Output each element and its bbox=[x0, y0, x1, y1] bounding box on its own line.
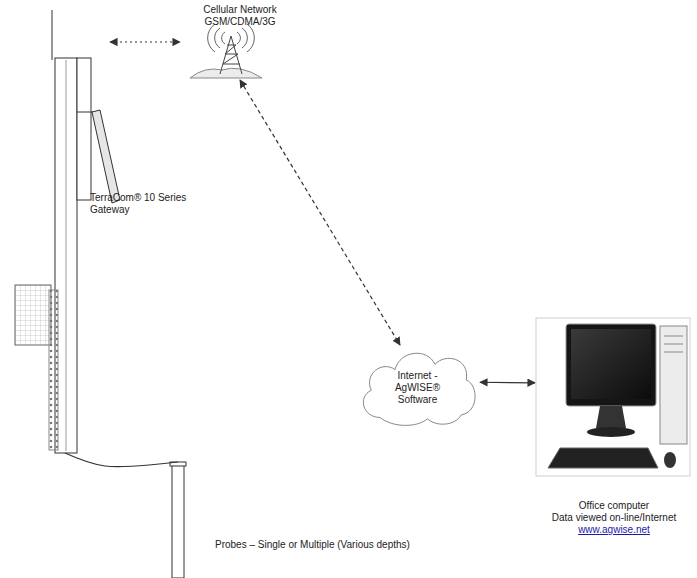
pole-line bbox=[66, 60, 67, 451]
gateway-pole bbox=[15, 10, 120, 453]
office-computer: Office computerData viewed on-line/Inter… bbox=[535, 318, 693, 558]
drive-bays bbox=[664, 336, 683, 352]
solar-panel bbox=[92, 110, 120, 203]
connector bbox=[480, 382, 535, 384]
panel-mount bbox=[77, 58, 91, 200]
connector bbox=[65, 453, 178, 467]
computer bbox=[536, 318, 690, 476]
node-label: Internet - AgWISE® Software bbox=[387, 370, 449, 406]
gateway-enclosure bbox=[15, 285, 51, 345]
tower-lattice bbox=[220, 36, 242, 74]
pc-tower bbox=[660, 326, 687, 444]
connector bbox=[110, 41, 180, 42]
monitor-stand bbox=[596, 406, 626, 428]
probe bbox=[170, 462, 186, 578]
connector bbox=[240, 80, 400, 345]
gateway: TerraCom® 10 Series Gateway bbox=[10, 8, 110, 453]
mouse bbox=[664, 452, 676, 468]
cellular-network: Cellular NetworkGSM/CDMA/3G bbox=[180, 0, 300, 80]
picture-frame bbox=[536, 318, 690, 476]
cloud-shape bbox=[363, 353, 475, 425]
node-label: Probes – Single or Multiple (Various dep… bbox=[215, 539, 465, 551]
internet-cloud: Internet - AgWISE® Software bbox=[355, 345, 480, 428]
node-label: Office computer bbox=[535, 500, 693, 512]
node-label: GSM/CDMA/3G bbox=[180, 16, 300, 28]
monitor bbox=[566, 324, 656, 406]
probe-body bbox=[172, 464, 184, 578]
node-label: TerraCom® 10 Series Gateway bbox=[90, 192, 195, 216]
cell-tower bbox=[190, 24, 262, 78]
node-label: Cellular Network bbox=[180, 4, 300, 16]
stand-base bbox=[587, 427, 635, 437]
antenna bbox=[52, 10, 53, 60]
probe: Probes – Single or Multiple (Various dep… bbox=[165, 462, 465, 576]
keyboard bbox=[548, 448, 658, 468]
conduit bbox=[49, 290, 58, 450]
web-link: www.agwise.net bbox=[535, 524, 693, 536]
hill bbox=[190, 68, 262, 78]
screen bbox=[571, 329, 651, 399]
node-label: Data viewed on-line/Internet bbox=[535, 512, 693, 524]
radio-waves bbox=[208, 24, 255, 52]
